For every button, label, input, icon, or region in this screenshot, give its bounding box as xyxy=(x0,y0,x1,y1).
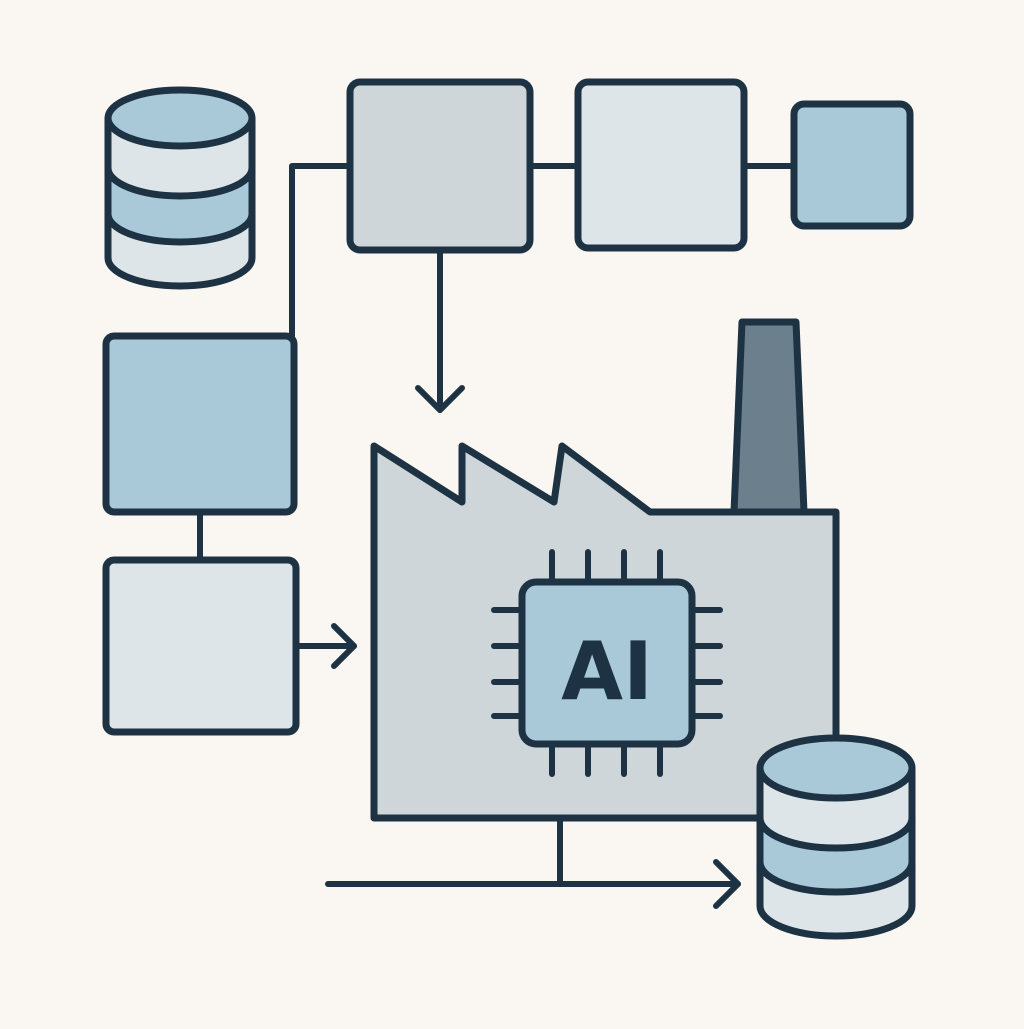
chip-label: AI xyxy=(561,625,653,718)
connector-trunk-to-top-box xyxy=(289,163,353,339)
database-icon-top-left xyxy=(104,86,256,290)
database-icon-output xyxy=(756,734,916,940)
arrow-down-into-factory xyxy=(415,247,465,413)
input-box-light xyxy=(102,556,300,736)
input-box-blue xyxy=(102,332,298,516)
arrow-right-to-output-database xyxy=(325,859,741,909)
chimney xyxy=(730,318,808,516)
arrow-right-into-factory xyxy=(295,623,357,669)
process-box-light xyxy=(574,78,748,252)
ai-chip-icon: AI xyxy=(491,549,723,777)
process-box-blue-small xyxy=(790,100,914,230)
process-box-gray xyxy=(346,78,534,254)
